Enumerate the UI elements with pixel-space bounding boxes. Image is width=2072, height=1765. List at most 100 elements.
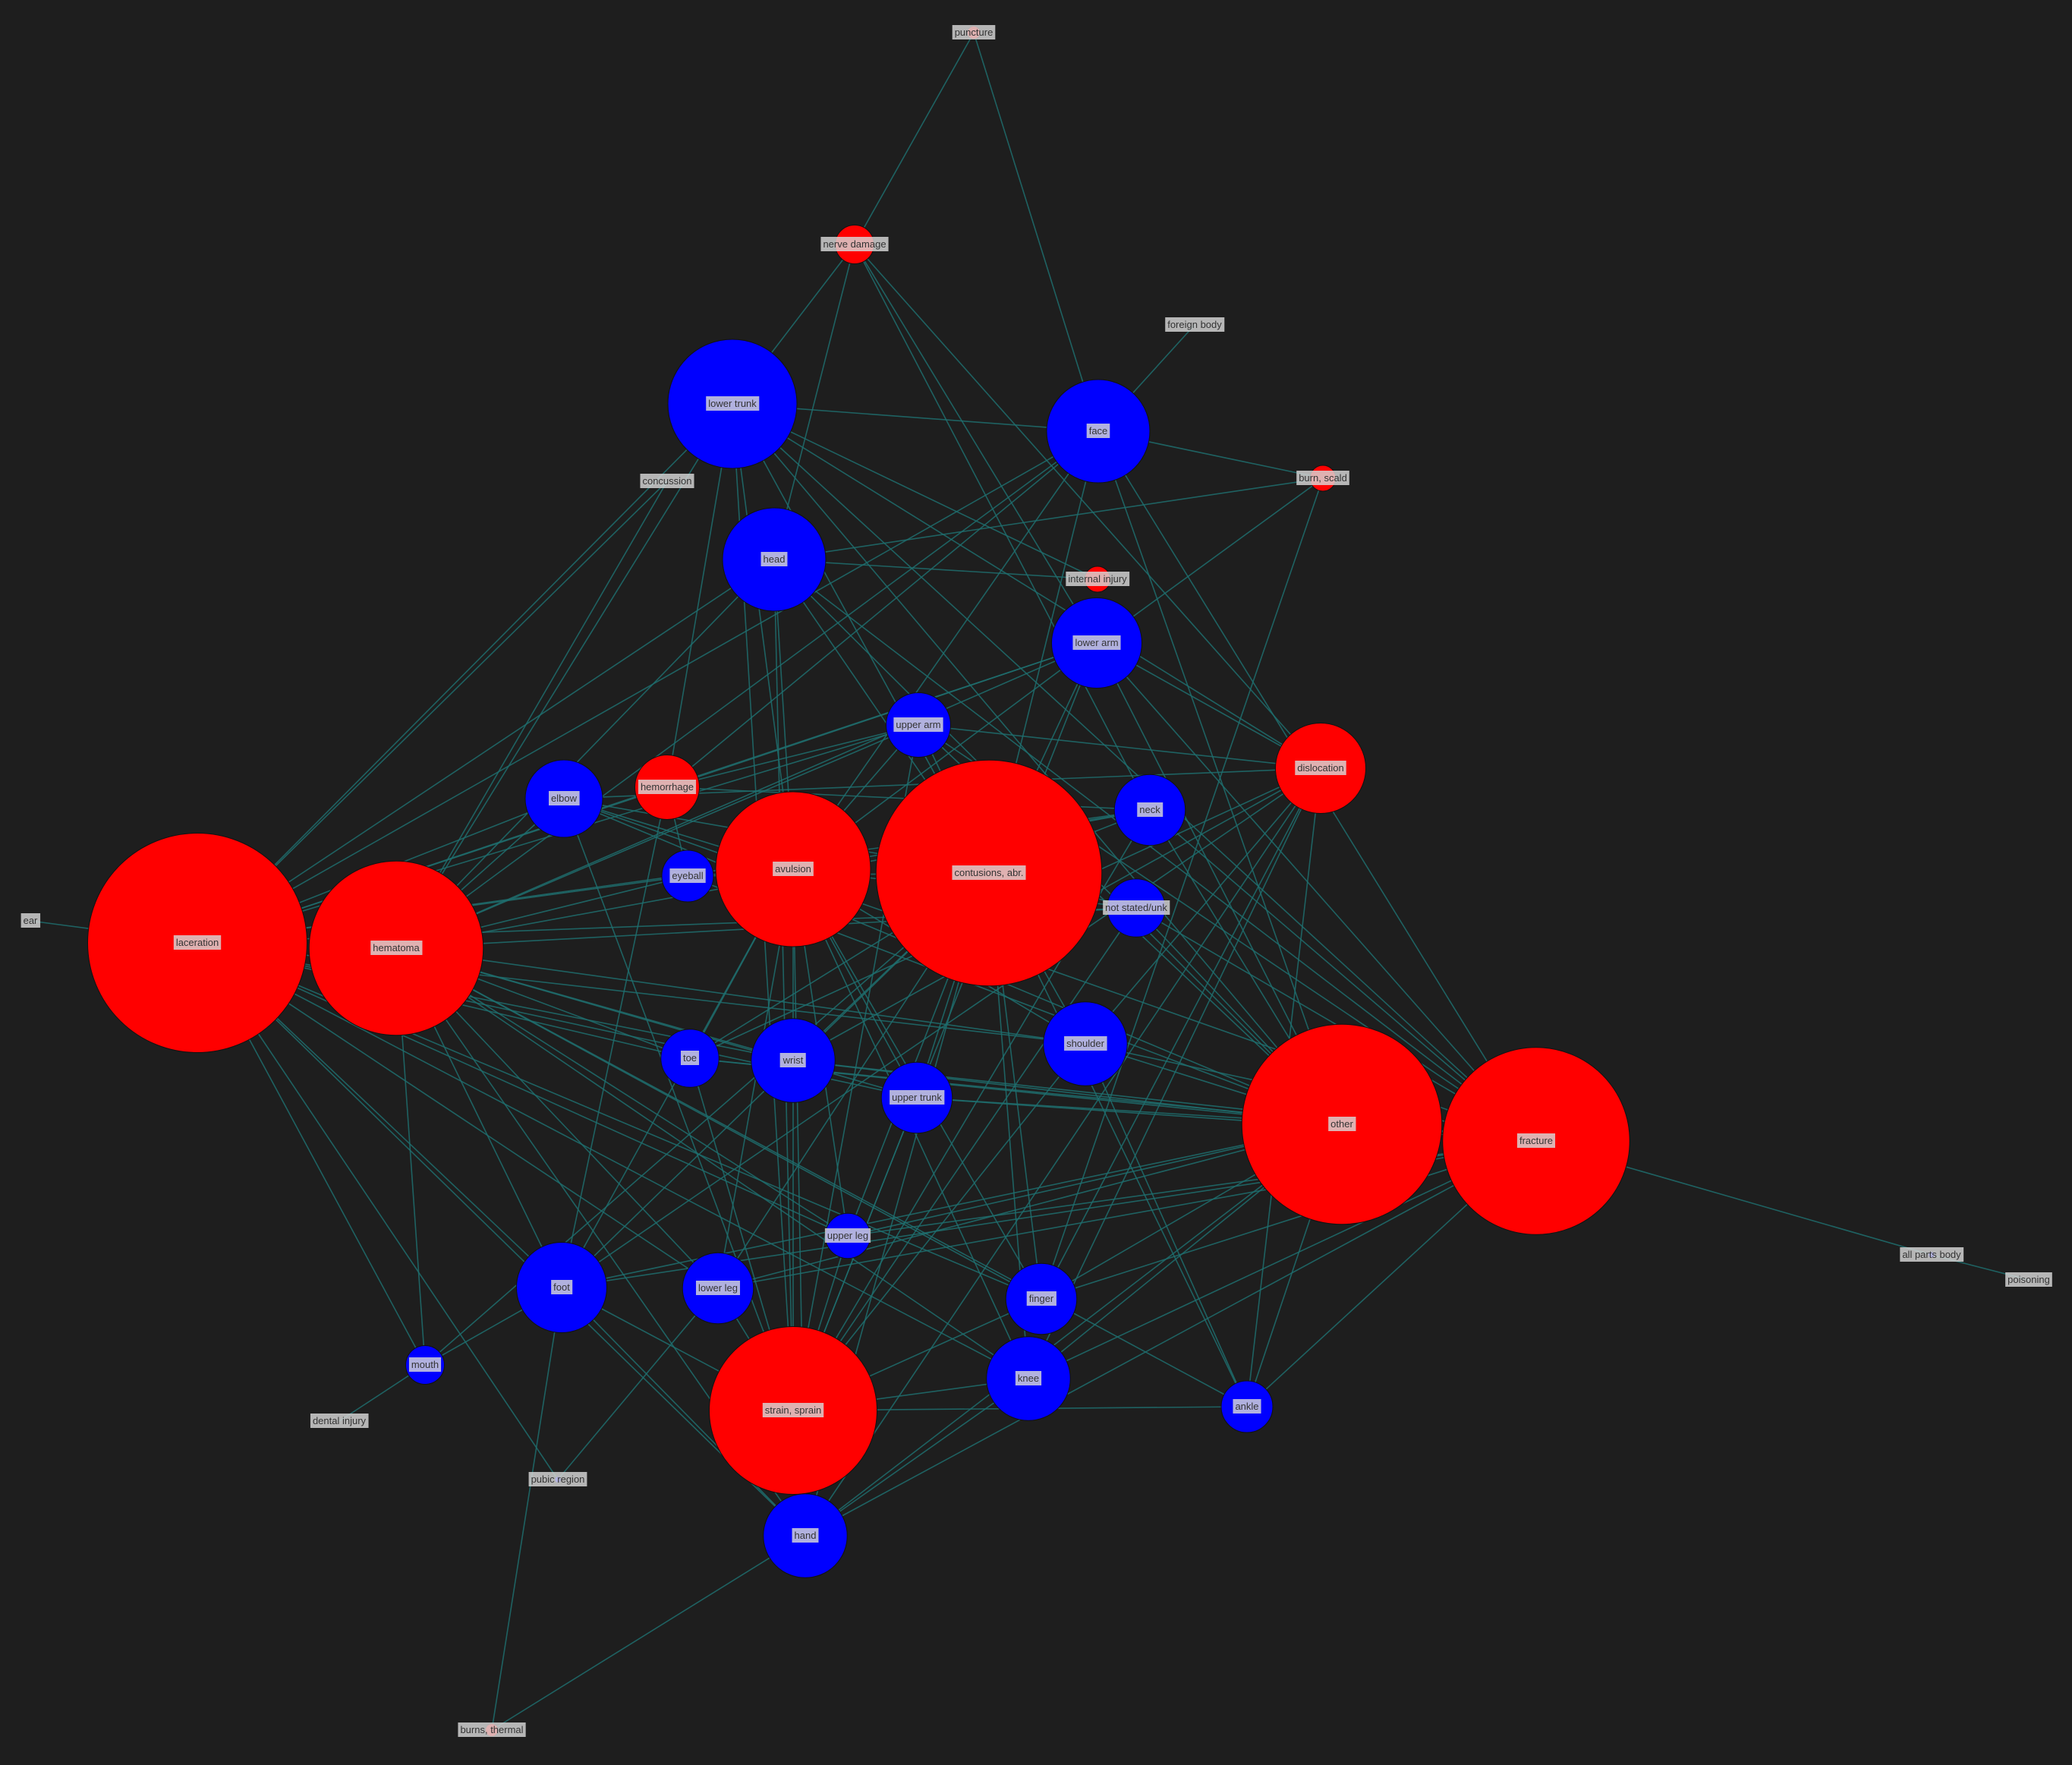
node-label-upper-arm: upper arm: [896, 719, 940, 730]
node-label-box-concussion: [640, 474, 694, 488]
edge-head-internal_injury: [773, 559, 1098, 580]
node-label-toe: toe: [683, 1052, 697, 1064]
edge-other-hand: [805, 1124, 1343, 1536]
node-label-lower-trunk: lower trunk: [708, 398, 757, 409]
node-label-box-burn-scald: [1296, 471, 1349, 485]
node-label-internal-injury: internal injury: [1068, 573, 1127, 585]
node-label-box-fracture: [1516, 1133, 1556, 1148]
node-label-box-contusions: [952, 865, 1026, 880]
node-label-box-ankle: [1233, 1399, 1261, 1414]
edge-shoulder-ankle: [1085, 1043, 1248, 1407]
node-label-box-neck: [1137, 802, 1164, 817]
edge-other-foot: [561, 1124, 1343, 1288]
node-label-box-lower-leg: [695, 1281, 741, 1295]
node-label-all-parts: all parts body: [1902, 1249, 1961, 1260]
node-label-avulsion: avulsion: [775, 863, 811, 875]
edge-face-laceration: [197, 430, 1099, 944]
edge-laceration-upper_leg: [197, 942, 849, 1237]
edge-dislocation-finger: [1041, 767, 1321, 1300]
node-label-not-stated: not stated/unk: [1105, 902, 1167, 913]
node-label-box-knee: [1015, 1371, 1042, 1385]
node-label-box-not-stated: [1103, 900, 1170, 915]
node-label-fracture: fracture: [1519, 1135, 1553, 1146]
edge-head-strain_sprain: [773, 559, 794, 1411]
node-label-wrist: wrist: [783, 1054, 804, 1066]
node-label-box-poisoning: [2005, 1272, 2052, 1287]
node-label-contusions: contusions, abr.: [954, 867, 1023, 878]
node-label-lower-leg: lower leg: [698, 1282, 738, 1294]
edge-lower_trunk-dislocation: [732, 403, 1321, 769]
node-label-head: head: [764, 553, 786, 565]
edge-upper_arm-hemorrhage: [666, 724, 919, 788]
edge-head-fracture: [773, 559, 1537, 1142]
node-label-hematoma: hematoma: [373, 942, 420, 953]
node-label-neck: neck: [1139, 804, 1160, 815]
node-label-hand: hand: [795, 1530, 817, 1541]
node-label-box-upper-arm: [893, 717, 943, 732]
node-label-box-upper-trunk: [890, 1090, 945, 1105]
node-label-hemorrhage: hemorrhage: [641, 781, 694, 793]
node-label-burns-thermal: burns, thermal: [460, 1724, 523, 1735]
node-label-mouth: mouth: [411, 1359, 439, 1370]
edge-hand-foot: [561, 1287, 806, 1536]
edge-dislocation-shoulder: [1085, 767, 1321, 1045]
node-label-upper-trunk: upper trunk: [892, 1092, 942, 1103]
edge-lower_arm-fracture: [1096, 642, 1537, 1142]
edge-nerve_damage-head: [773, 244, 855, 560]
node-label-box-elbow: [549, 791, 580, 805]
node-label-dislocation: dislocation: [1297, 762, 1343, 774]
node-label-pubic-region: pubic region: [531, 1473, 585, 1485]
node-label-box-strain-sprain: [762, 1403, 824, 1417]
edge-lower_trunk-laceration: [197, 403, 733, 944]
edge-head-laceration: [197, 559, 775, 944]
node-label-nerve-damage: nerve damage: [823, 238, 886, 250]
node-label-other: other: [1330, 1118, 1353, 1130]
node-label-upper-leg: upper leg: [827, 1230, 868, 1241]
edge-lower_arm-hemorrhage: [666, 642, 1097, 788]
edge-other-lower_leg: [717, 1124, 1343, 1289]
node-label-foreign-body: foreign body: [1167, 319, 1222, 330]
edge-fracture-hand: [805, 1140, 1537, 1536]
edge-lower_trunk-fracture: [732, 403, 1537, 1142]
edge-hematoma-knee: [395, 947, 1029, 1379]
node-label-box-hand: [792, 1528, 819, 1543]
node-label-ankle: ankle: [1235, 1401, 1258, 1412]
edge-face-hemorrhage: [666, 430, 1099, 788]
edge-lower_trunk-avulsion: [732, 403, 794, 870]
edge-laceration-hand: [197, 942, 806, 1536]
edge-concussion-hematoma: [395, 481, 668, 949]
edge-puncture-face: [973, 32, 1099, 432]
edge-nerve_damage-neck: [854, 244, 1151, 811]
node-label-box-upper-leg: [824, 1228, 871, 1243]
node-label-ear: ear: [24, 915, 38, 926]
node-label-box-all-parts: [1900, 1247, 1964, 1262]
edge-hematoma-shoulder: [395, 947, 1086, 1045]
edge-foot-burns_thermal: [491, 1287, 562, 1731]
edge-burn_scald-finger: [1041, 477, 1324, 1300]
edge-hand-burns_thermal: [491, 1535, 806, 1731]
edge-nerve_damage-dislocation: [854, 244, 1321, 769]
node-label-box-puncture: [952, 25, 996, 39]
node-label-box-wrist: [779, 1053, 806, 1067]
node-label-box-finger: [1026, 1291, 1056, 1306]
node-label-box-toe: [680, 1051, 700, 1065]
node-label-face: face: [1089, 425, 1108, 437]
edge-elbow-strain_sprain: [563, 798, 794, 1411]
node-label-box-pubic-region: [528, 1472, 587, 1486]
node-label-box-foreign-body: [1165, 317, 1225, 332]
node-label-box-foot: [551, 1280, 573, 1294]
edge-not_stated-strain_sprain: [792, 907, 1137, 1411]
node-label-box-mouth: [408, 1357, 442, 1372]
edge-hemorrhage-foot: [561, 786, 668, 1288]
node-label-box-burns-thermal: [458, 1722, 526, 1737]
node-label-box-avulsion: [773, 862, 814, 876]
node-label-box-lower-trunk: [706, 396, 760, 411]
node-label-strain-sprain: strain, sprain: [765, 1404, 821, 1416]
edge-puncture-nerve_damage: [854, 32, 975, 245]
edge-face-hematoma: [395, 430, 1099, 949]
node-label-burn-scald: burn, scald: [1299, 472, 1347, 484]
node-label-foot: foot: [553, 1281, 570, 1293]
edge-upper_arm-dislocation: [918, 724, 1321, 769]
